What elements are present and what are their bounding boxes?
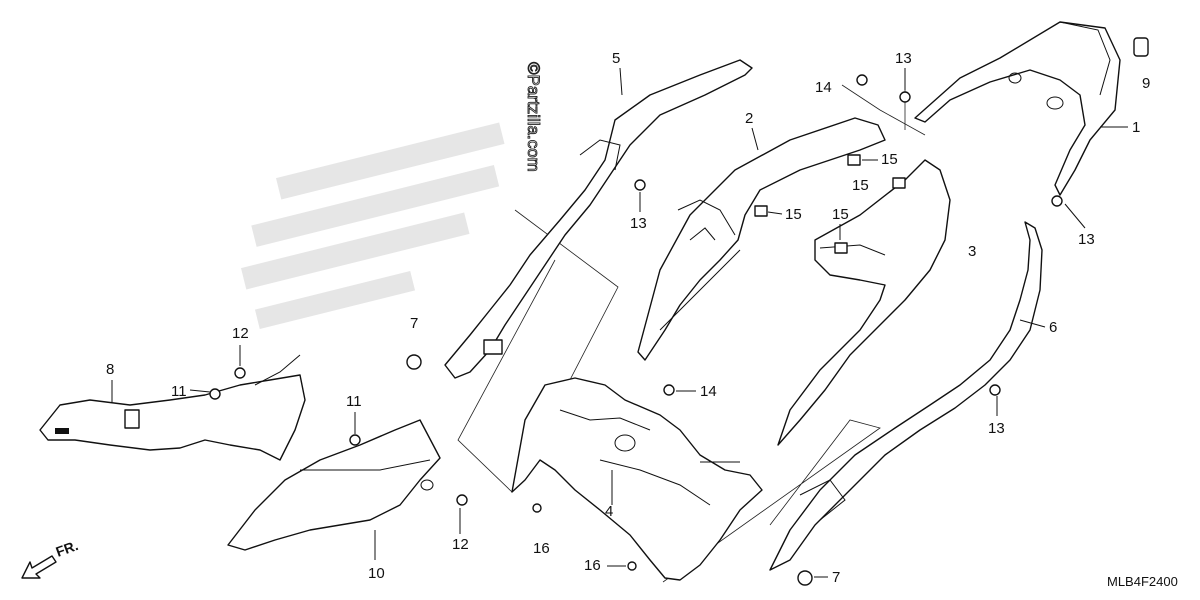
- callout-12b: 12: [452, 536, 469, 553]
- front-arrow-icon: [21, 555, 57, 579]
- callout-2: 2: [745, 110, 753, 127]
- callout-13a: 13: [895, 50, 912, 67]
- part-2-seat-cowl: [637, 117, 886, 361]
- clip-15a: [847, 154, 861, 166]
- bolt-11b: [349, 434, 361, 446]
- callout-15b: 15: [852, 177, 869, 194]
- bolt-11a: [209, 388, 221, 400]
- callout-15d: 15: [832, 206, 849, 223]
- screw-16a: [532, 503, 542, 513]
- bolt-14a: [856, 74, 868, 86]
- callout-13b: 13: [630, 215, 647, 232]
- grommet-9: [1133, 37, 1149, 57]
- callout-5: 5: [612, 50, 620, 67]
- part-6-lower-rail: [769, 221, 1043, 571]
- part-8-inner-panel: [39, 354, 306, 461]
- callout-14b: 14: [700, 383, 717, 400]
- callout-15a: 15: [881, 151, 898, 168]
- callout-16a: 16: [533, 540, 550, 557]
- background-watermark-pattern: [240, 122, 505, 330]
- bolt-13c: [1051, 195, 1063, 207]
- callout-3: 3: [968, 243, 976, 260]
- bolt-12b: [456, 494, 468, 506]
- clip-15c: [754, 205, 768, 217]
- callout-13c: 13: [1078, 231, 1095, 248]
- callout-16b: 16: [584, 557, 601, 574]
- callout-1: 1: [1132, 119, 1140, 136]
- bolt-14b: [663, 384, 675, 396]
- callout-7b: 7: [832, 569, 840, 586]
- part-4-under-tray: [511, 377, 763, 581]
- callout-9: 9: [1142, 75, 1150, 92]
- grommet-7b: [797, 570, 813, 586]
- clip-15d: [834, 242, 848, 254]
- grommet-7a: [406, 354, 422, 370]
- callout-8: 8: [106, 361, 114, 378]
- screw-16b: [627, 561, 637, 571]
- callout-6: 6: [1049, 319, 1057, 336]
- callout-11b: 11: [346, 393, 362, 410]
- callout-10: 10: [368, 565, 385, 582]
- bolt-12a: [234, 367, 246, 379]
- bolt-13d: [989, 384, 1001, 396]
- callout-14a: 14: [815, 79, 832, 96]
- callout-11a: 11: [171, 383, 187, 400]
- bolt-13b: [634, 179, 646, 191]
- callout-leaders: [111, 67, 1128, 578]
- hardware-parts: [209, 37, 1149, 586]
- callout-labels: 1 2 3 4 5 6 7 7 8 9 10 11 11 12 12 13 13…: [106, 50, 1150, 586]
- watermark-text: ©Partzilla.com: [524, 62, 543, 172]
- callout-7a: 7: [410, 315, 418, 332]
- part-10-lower-cover: [227, 419, 441, 551]
- callout-13d: 13: [988, 420, 1005, 437]
- callout-12a: 12: [232, 325, 249, 342]
- callout-4: 4: [605, 503, 613, 520]
- bolt-13a: [899, 91, 911, 103]
- diagram-code: MLB4F2400: [1107, 574, 1178, 589]
- front-indicator: FR.: [54, 537, 81, 560]
- part-3-side-cover: [777, 159, 951, 446]
- callout-15c: 15: [785, 206, 802, 223]
- part-1-rear-cowl: [914, 21, 1121, 196]
- part-5-frame-rail: [444, 59, 753, 379]
- clip-15b: [892, 177, 906, 189]
